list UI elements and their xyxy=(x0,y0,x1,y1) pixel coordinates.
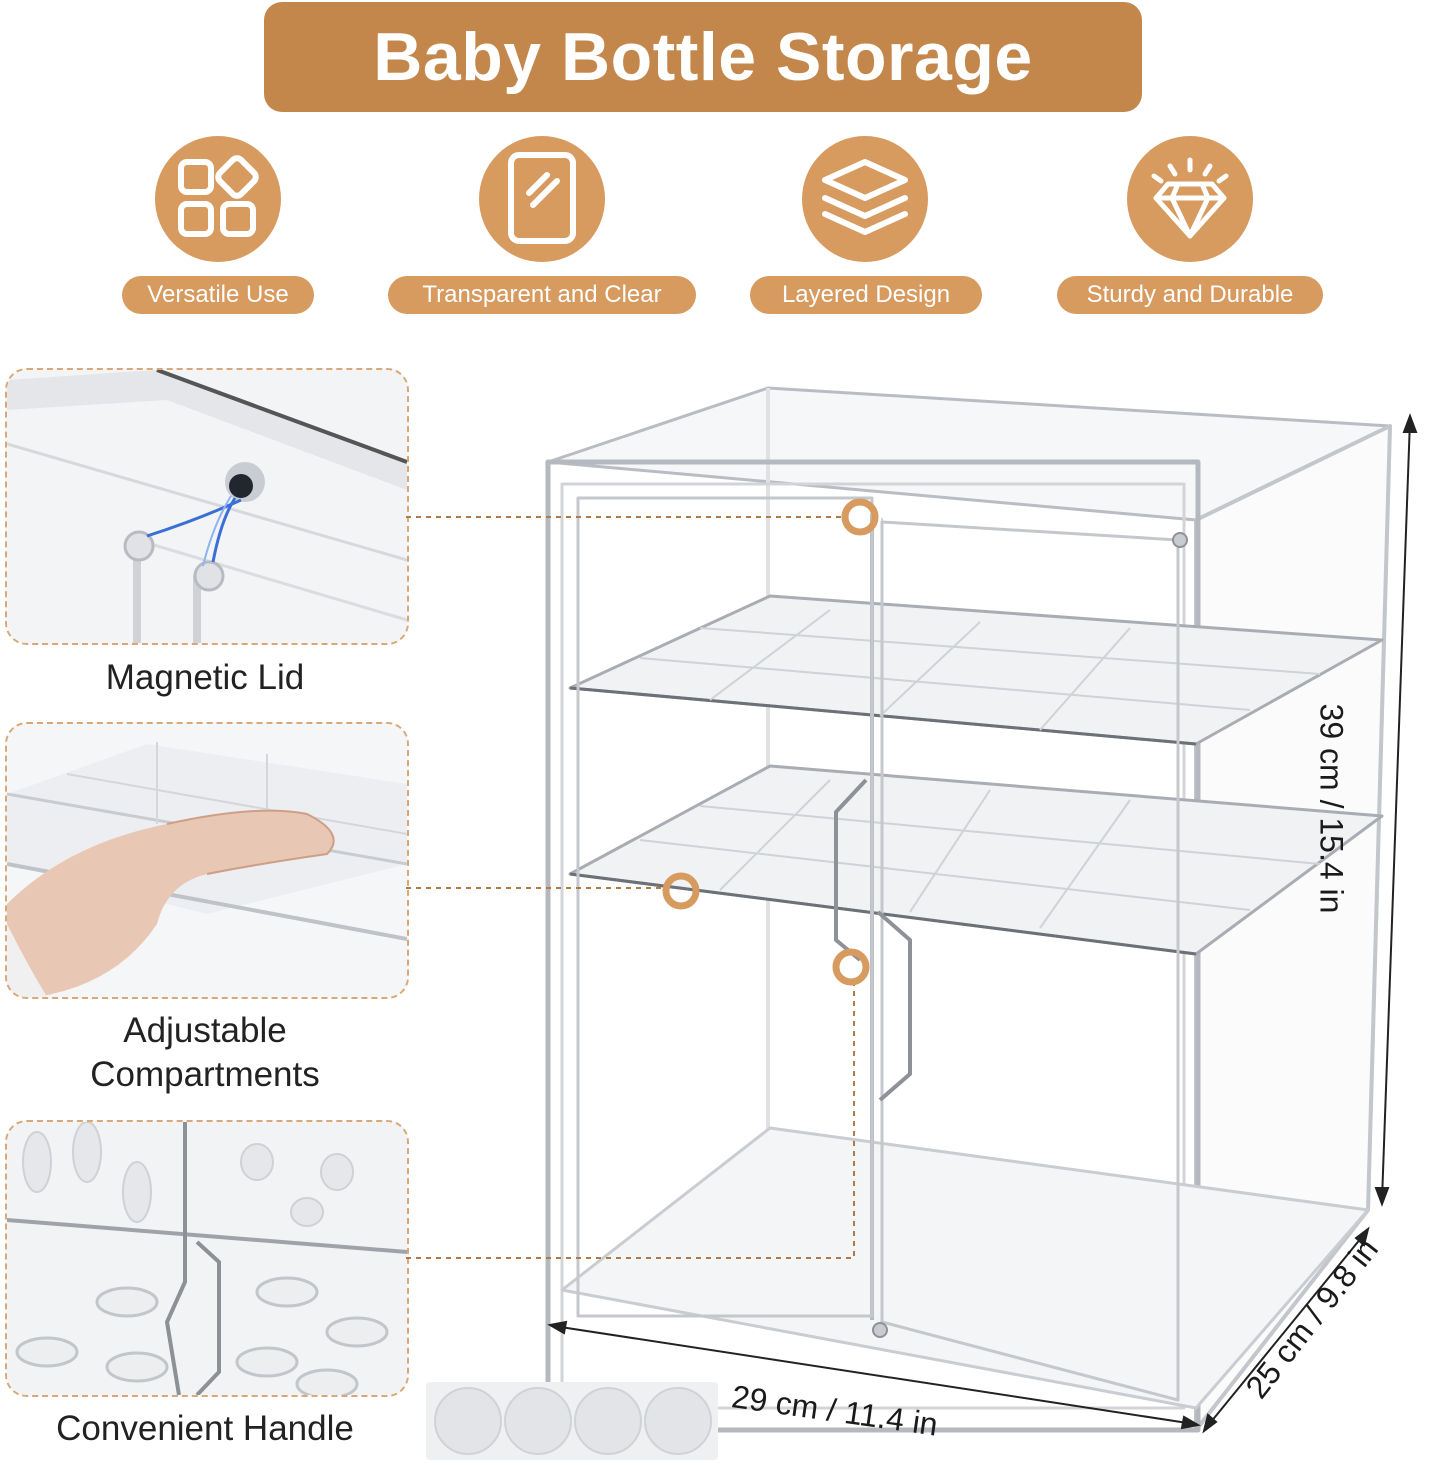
adhesive-dots-strip xyxy=(426,1382,718,1460)
feature-label-layered: Layered Design xyxy=(750,276,982,314)
feature-label-sturdy: Sturdy and Durable xyxy=(1057,276,1323,314)
caption-adjustable-compartments: Adjustable Compartments xyxy=(90,1011,320,1094)
page-title: Baby Bottle Storage xyxy=(373,19,1033,95)
diamond-icon xyxy=(1127,136,1253,262)
handle-detail-image xyxy=(5,1120,409,1397)
caption-magnetic-lid: Magnetic Lid xyxy=(105,658,305,697)
caption-convenient-handle: Convenient Handle xyxy=(56,1409,354,1448)
squares-diamond-icon xyxy=(155,136,281,262)
mirror-panel-icon xyxy=(479,136,605,262)
height-dimension-label: 39 cm / 15.4 in xyxy=(1313,703,1350,914)
compartments-detail-image xyxy=(5,722,409,999)
layers-icon xyxy=(802,136,928,262)
magnetic-lid-detail-image xyxy=(5,368,409,645)
title-banner: Baby Bottle Storage xyxy=(264,2,1142,112)
feature-label-versatile: Versatile Use xyxy=(122,276,314,314)
feature-label-transparent: Transparent and Clear xyxy=(388,276,696,314)
